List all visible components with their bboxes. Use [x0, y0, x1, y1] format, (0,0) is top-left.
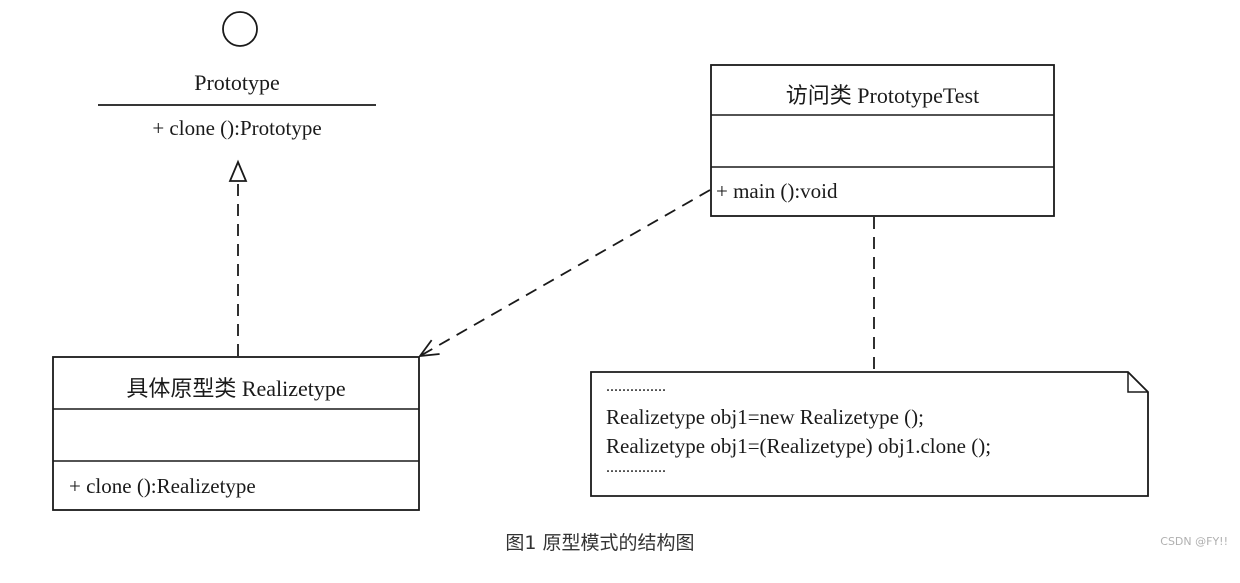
- note-line-clone-call: Realizetype obj1=(Realizetype) obj1.clon…: [606, 434, 992, 458]
- note-line-ellipsis-bottom: ...............: [606, 459, 666, 476]
- interface-method: + clone ():Prototype: [152, 116, 322, 140]
- prototype-test-class-box[interactable]: [710, 64, 1055, 217]
- figure-caption: 图1 原型模式的结构图: [505, 532, 695, 554]
- watermark: CSDN @FY!!: [1160, 535, 1228, 548]
- realizetype-class-box[interactable]: [52, 356, 420, 511]
- realization-arrowhead-icon: [228, 159, 248, 182]
- prototype-test-title: 访问类 PrototypeTest: [785, 83, 980, 108]
- prototype-test-method: + main ():void: [716, 179, 838, 203]
- realizetype-method: + clone ():Realizetype: [69, 474, 256, 498]
- note-fold-corner: [1127, 372, 1148, 393]
- note-box[interactable]: [590, 371, 1149, 497]
- interface-name: Prototype: [194, 70, 280, 95]
- dependency-line: [420, 189, 711, 356]
- note-line-ellipsis-top: ...............: [606, 378, 666, 395]
- interface-lollipop-icon: [222, 11, 258, 47]
- realizetype-title: 具体原型类 Realizetype: [126, 376, 346, 401]
- note-line-new-instance: Realizetype obj1=new Realizetype ();: [606, 405, 924, 429]
